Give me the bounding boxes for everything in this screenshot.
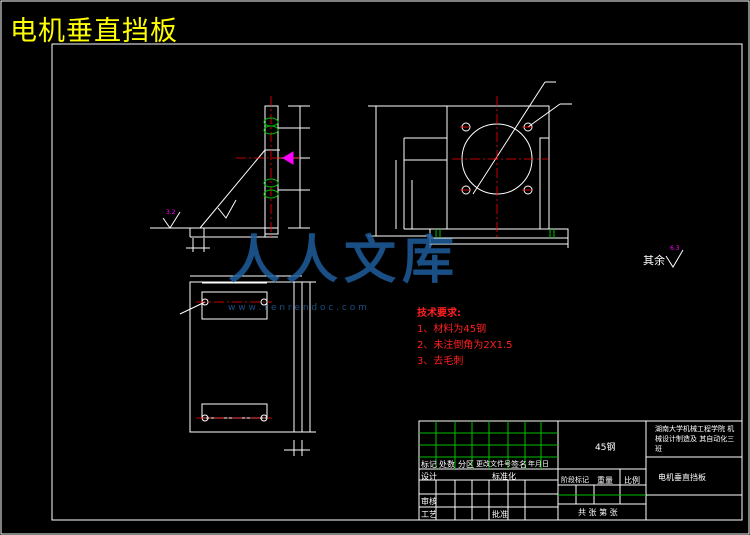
drawing-border (51, 43, 743, 521)
front-view-welds (435, 229, 555, 238)
rev-header-sign: 签名 (511, 460, 527, 469)
technical-requirement-1: 1、材料为45钢 (417, 324, 487, 335)
surface-finish-mark (150, 151, 294, 229)
rev-header-zone: 分区 (458, 460, 474, 469)
process-label: 工艺 (421, 510, 437, 519)
watermark-url: w w w . r e n r e n d o c . c o m (228, 303, 367, 313)
front-view-centerlines (452, 96, 548, 240)
weight-label: 重量 (597, 476, 613, 485)
design-label: 设计 (421, 472, 437, 481)
scale-label: 比例 (624, 476, 640, 485)
title-block-grid (418, 420, 743, 521)
title-block-part-name: 电机垂直挡板 (658, 473, 706, 482)
remaining-roughness-label: 其余 (643, 254, 665, 267)
approve-label: 批准 (492, 510, 508, 519)
top-view-centerlines (196, 301, 272, 419)
rev-header-count: 处数 (439, 460, 455, 469)
sheets-label: 共 张 第 张 (578, 508, 618, 517)
side-view-centerlines (236, 96, 300, 240)
side-view (186, 105, 310, 252)
roughness-value-2: 6.3 (670, 245, 680, 252)
remaining-roughness-symbol (665, 249, 684, 268)
review-label: 审核 (421, 497, 437, 506)
technical-requirement-3: 3、去毛刺 (417, 356, 464, 367)
title-block-school: 湖南大学机械工程学院 机械设计制造及 其自动化三班 (655, 425, 735, 453)
rev-header-mark: 标记 (421, 460, 437, 469)
title-block-revision-grid (419, 421, 646, 496)
rev-header-date: 年月日 (528, 460, 549, 468)
drawing-title: 电机垂直挡板 (10, 16, 178, 47)
watermark-main: 人人文库 (228, 231, 461, 291)
technical-requirements-title: 技术要求: (417, 308, 461, 319)
top-view (179, 275, 316, 456)
stage-mark-label: 阶段标记 (561, 476, 589, 484)
rev-header-doc: 更改文件号 (476, 460, 511, 468)
standardization-label: 标准化 (492, 472, 516, 481)
technical-requirement-2: 2、未注倒角为2X1.5 (417, 340, 513, 351)
title-block-material: 45钢 (595, 443, 616, 453)
side-view-welds (263, 117, 279, 199)
roughness-value-1: 3.2 (166, 209, 176, 216)
